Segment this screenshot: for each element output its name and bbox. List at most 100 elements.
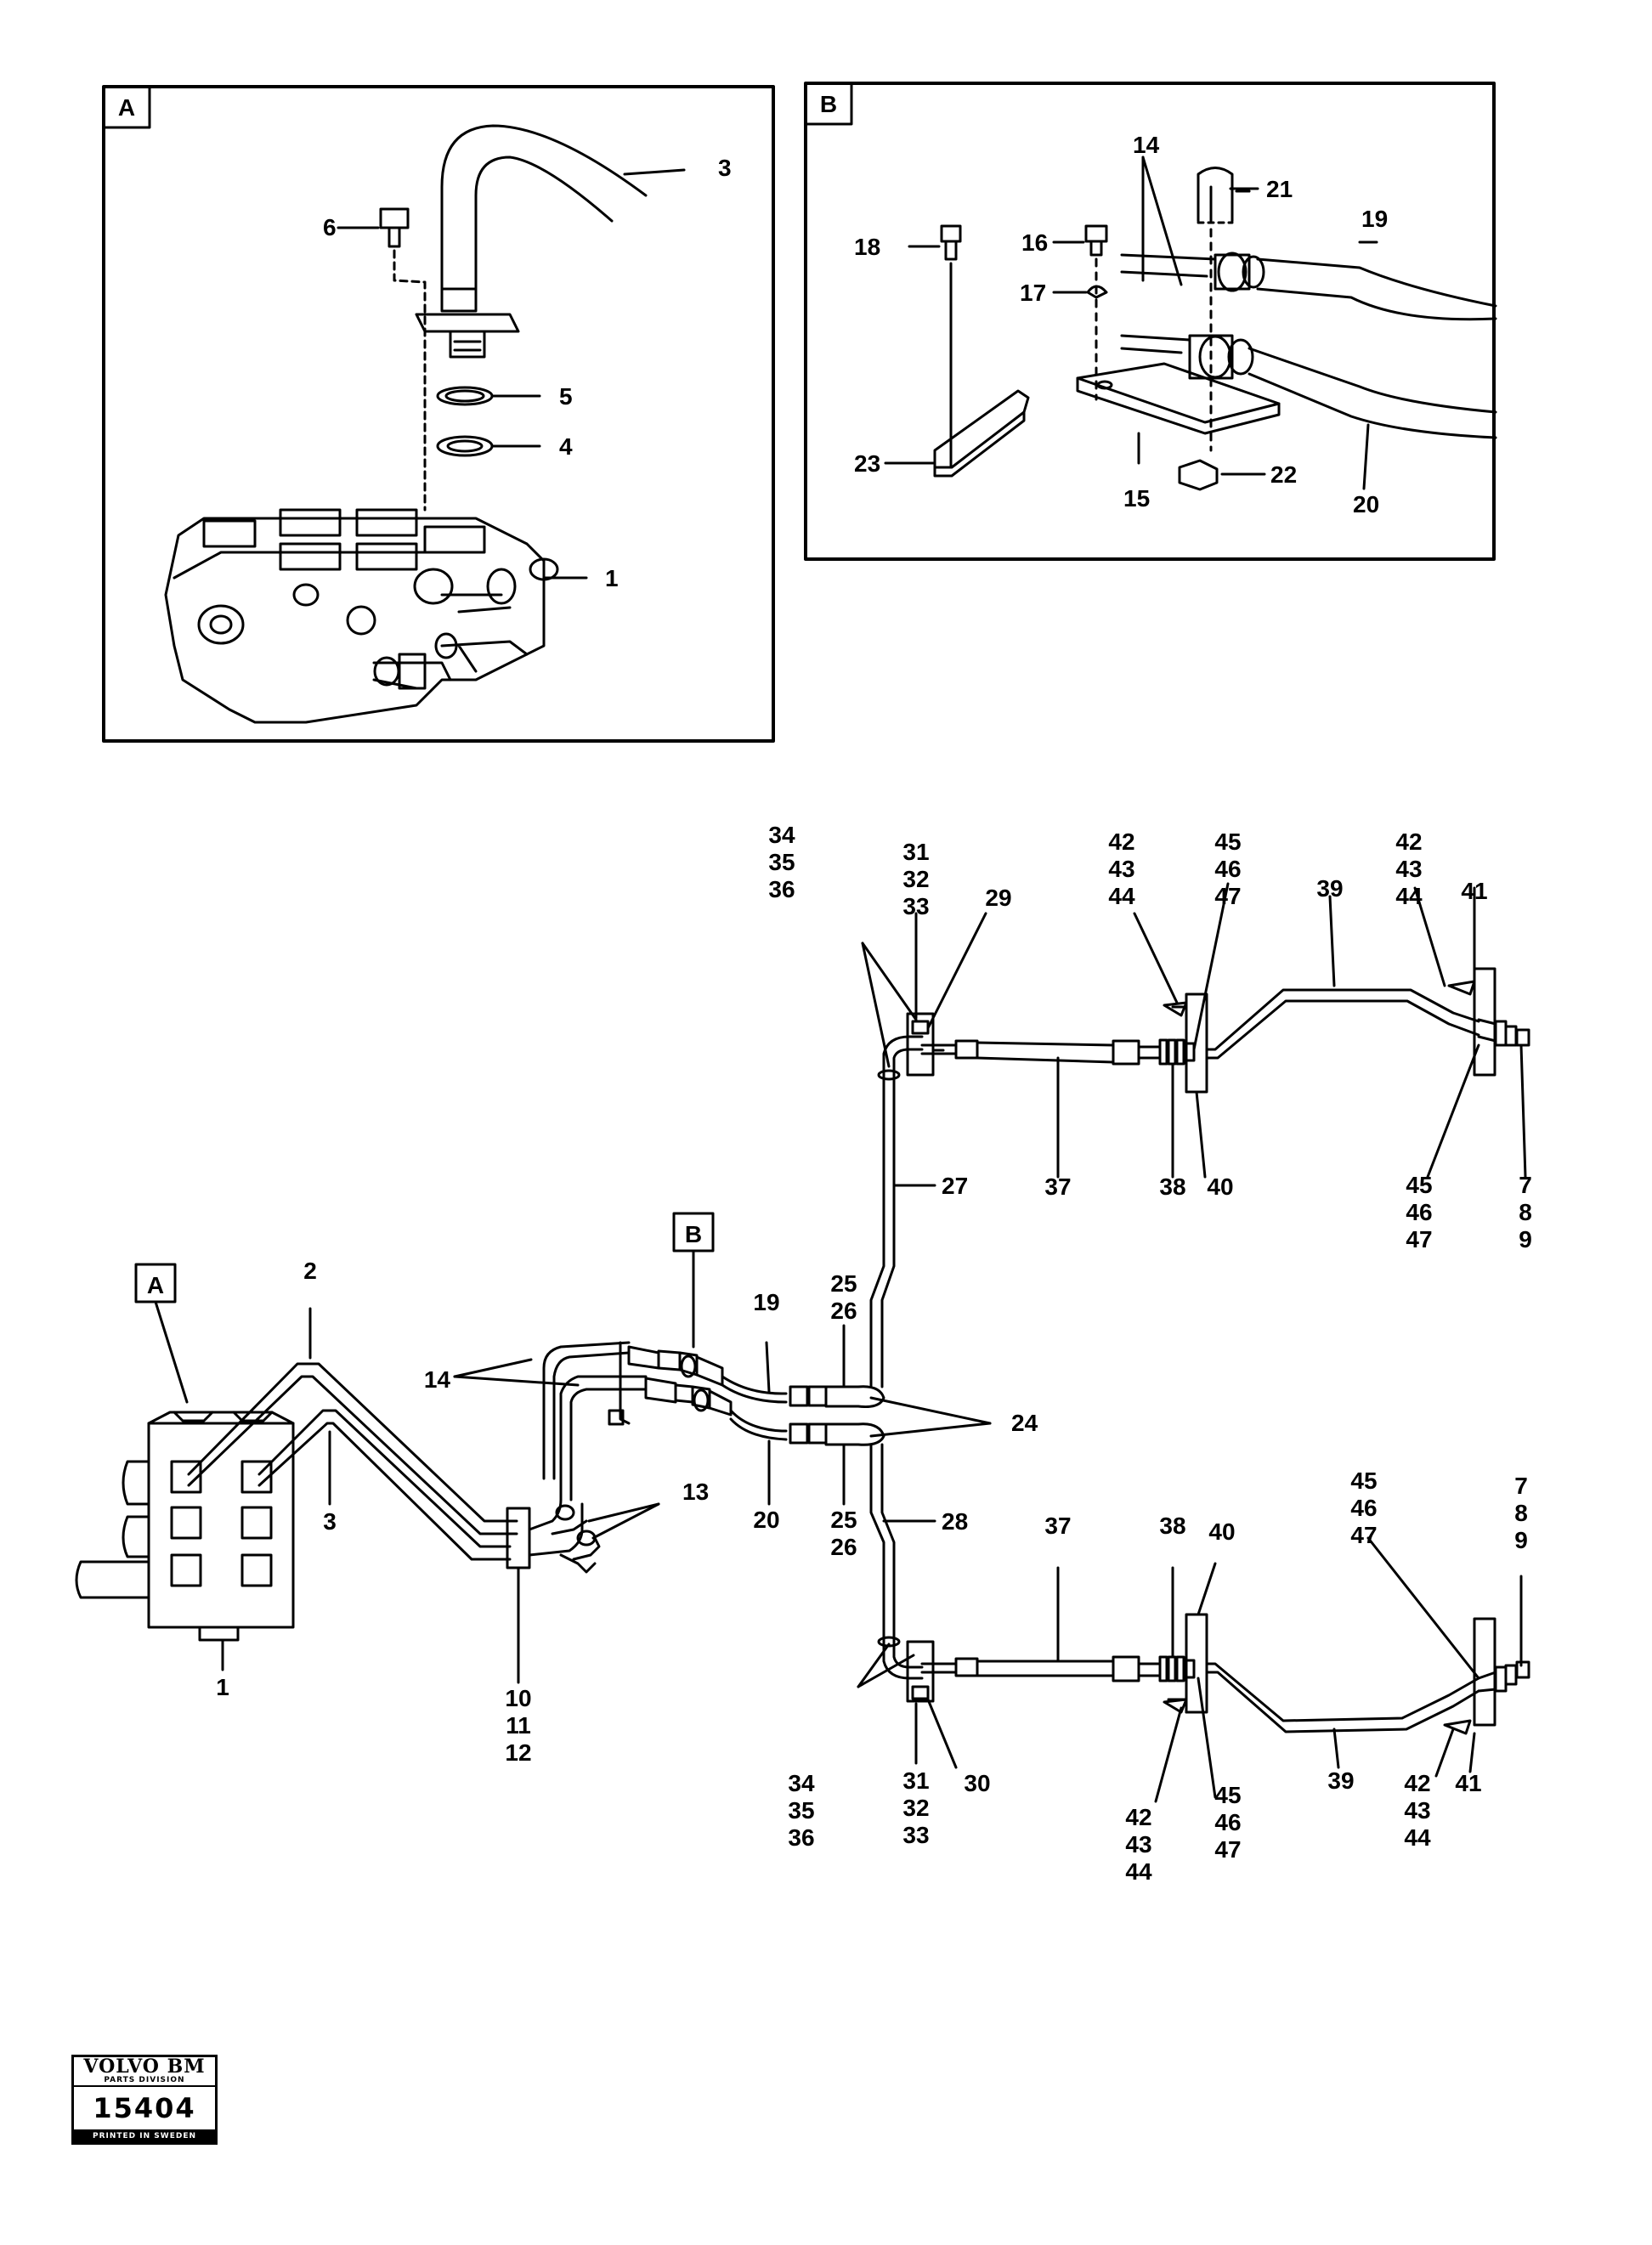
callout: 10 — [505, 1685, 531, 1711]
callout: 4 — [559, 433, 573, 460]
callout: 8 — [1519, 1199, 1532, 1225]
callout: 39 — [1327, 1767, 1354, 1794]
callout: 42 — [1404, 1770, 1430, 1796]
callout: 42 — [1125, 1804, 1151, 1830]
callout: 20 — [753, 1507, 779, 1533]
callout: 34 — [768, 822, 795, 848]
callout: 6 — [323, 214, 337, 240]
callout: 31 — [902, 839, 929, 865]
callout: 23 — [854, 450, 880, 477]
callout: 43 — [1404, 1797, 1430, 1824]
callout: 25 — [830, 1507, 857, 1533]
callout: 42 — [1395, 828, 1422, 855]
hose-couplings — [627, 1345, 733, 1417]
callout: 2 — [303, 1258, 317, 1284]
callout: 32 — [902, 866, 929, 892]
callout: 33 — [902, 1822, 929, 1848]
callout: 11 — [506, 1712, 531, 1739]
stamp-footer: PRINTED IN SWEDEN — [74, 2131, 215, 2142]
callout: 45 — [1406, 1172, 1432, 1198]
hoses-19-20-illustration — [1120, 252, 1497, 439]
callout: 47 — [1406, 1226, 1432, 1253]
callout: 29 — [985, 885, 1011, 911]
callout: 46 — [1214, 1809, 1241, 1835]
pipe-27 — [869, 1069, 936, 1388]
callout: 28 — [942, 1508, 968, 1535]
pipe-clamp — [506, 1507, 531, 1684]
callout: 45 — [1350, 1467, 1377, 1494]
callout: 35 — [768, 849, 795, 875]
callout: 46 — [1350, 1495, 1377, 1521]
stamp-number: 15404 — [74, 2087, 215, 2131]
callout: 1 — [216, 1674, 229, 1700]
pipe-3-illustration — [415, 124, 648, 359]
callout: 16 — [1021, 229, 1048, 256]
callout: 45 — [1214, 828, 1241, 855]
callout: 37 — [1044, 1513, 1071, 1539]
bolt-6-illustration — [379, 207, 427, 512]
bracket-41-upper — [1447, 967, 1496, 1077]
callout: 40 — [1208, 1518, 1235, 1545]
main-assembly — [75, 882, 1530, 1803]
callout: 27 — [942, 1173, 968, 1199]
callout: 37 — [1044, 1173, 1071, 1200]
callout: 3 — [323, 1508, 337, 1535]
bracket-plate-15 — [1076, 362, 1281, 424]
hoses-14 — [542, 1341, 648, 1501]
callout: 14 — [1133, 132, 1160, 158]
callout: 31 — [902, 1767, 929, 1794]
callout: 17 — [1020, 280, 1046, 306]
nut-22 — [1178, 459, 1219, 491]
callout: 44 — [1395, 883, 1423, 909]
callout: 26 — [830, 1298, 857, 1324]
seal-ring-4 — [436, 435, 494, 457]
callout: 39 — [1316, 875, 1343, 902]
callout: 47 — [1350, 1522, 1377, 1548]
callout: 14 — [424, 1366, 451, 1393]
inset-b-tag: B — [820, 91, 837, 117]
callout: 19 — [753, 1289, 779, 1315]
hose-37-lower — [976, 1655, 1196, 1682]
callout: 43 — [1125, 1831, 1151, 1858]
callout: 7 — [1519, 1172, 1532, 1198]
callout: 45 — [1214, 1782, 1241, 1808]
callout: 24 — [1011, 1410, 1038, 1436]
callout: 22 — [1270, 461, 1297, 488]
stamp-brand: VOLVO BM — [83, 2056, 206, 2078]
callout: 36 — [768, 876, 795, 902]
callout: 30 — [964, 1770, 990, 1796]
inset-a — [102, 85, 775, 743]
stamp-division: PARTS DIVISION — [74, 2076, 215, 2087]
callout: 41 — [1455, 1770, 1481, 1796]
control-valve-illustration — [164, 508, 559, 724]
pipe-39-upper — [1205, 988, 1530, 1060]
callout: 47 — [1214, 1836, 1241, 1863]
hose-37-upper — [976, 1038, 1196, 1066]
callout: 1 — [605, 565, 619, 591]
callout: 44 — [1404, 1824, 1431, 1851]
callout: 25 — [830, 1270, 857, 1297]
inset-b — [804, 82, 1497, 561]
callout: 9 — [1519, 1226, 1532, 1253]
callout: 40 — [1207, 1173, 1233, 1200]
callout: 38 — [1159, 1513, 1185, 1539]
callout: 18 — [854, 234, 880, 260]
tee-fittings-24 — [824, 1385, 885, 1446]
callout: 33 — [902, 893, 929, 919]
callout: 13 — [682, 1479, 709, 1505]
callout: 42 — [1108, 828, 1134, 855]
callout: 12 — [505, 1739, 531, 1766]
callout: 46 — [1214, 856, 1241, 882]
callout: 34 — [788, 1770, 815, 1796]
inset-a-tag: A — [118, 94, 135, 121]
control-valve — [75, 1411, 295, 1671]
callout: 19 — [1361, 206, 1388, 232]
callout: 38 — [1159, 1173, 1185, 1200]
pipe-2-and-3 — [187, 1362, 518, 1561]
u-clamp-21 — [1197, 167, 1234, 223]
callout: 3 — [718, 155, 732, 181]
callout: 46 — [1406, 1199, 1432, 1225]
callout: 44 — [1125, 1858, 1152, 1885]
callout: 41 — [1461, 878, 1487, 904]
